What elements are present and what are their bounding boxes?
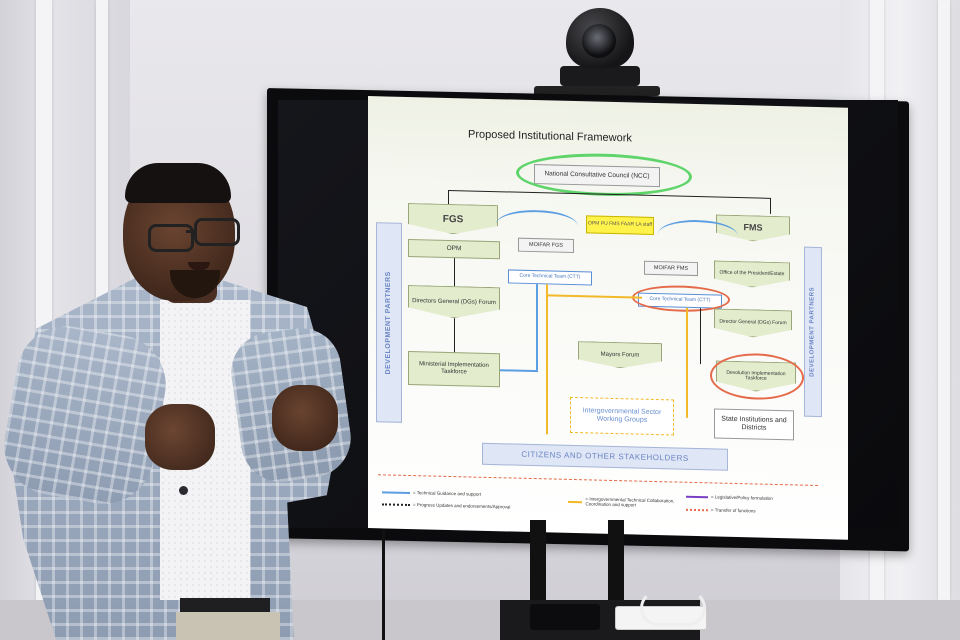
legend-item-3: = Intergovernmental Technical Collaborat…: [568, 493, 678, 514]
opm-box: OPM: [408, 238, 500, 260]
wall-molding-right-outer: [938, 0, 950, 600]
presenter-trousers: [176, 612, 280, 640]
office-president-box: Office of the President/Estate: [714, 260, 790, 288]
red-dashed-divider: [378, 474, 818, 486]
legend-label-1: = Technical Guidance and support: [413, 489, 482, 497]
glasses-bridge: [186, 230, 196, 233]
citizens-bar: CITIZENS AND OTHER STAKEHOLDERS: [482, 442, 728, 471]
blue-arc-left: [496, 209, 578, 242]
glasses-right-lens: [194, 218, 240, 246]
presenter-mouth: [188, 262, 210, 270]
white-cable: [640, 590, 706, 626]
connector-top-left: [448, 189, 449, 206]
legend-label-2: = Progress Updates and endorsements/Appr…: [413, 501, 511, 510]
dg-forum-fms-box: Director General (DGs) Forum: [714, 308, 792, 338]
connector-top-right: [770, 197, 771, 214]
presenter-belt: [180, 598, 270, 612]
presenter-left-hand: [145, 404, 215, 470]
legend-item-1: = Technical Guidance and support: [382, 488, 532, 500]
yellow-line-2: [686, 307, 688, 418]
legend-swatch-2: [382, 503, 410, 507]
media-device: [530, 604, 600, 630]
yellow-line-1: [546, 284, 548, 435]
opm-staff-box: OPM PU FMS FAAR LA staff: [586, 215, 654, 235]
dev-partners-left-bar: DEVELOPMENT PARTNERS: [376, 222, 402, 423]
black-line-3: [700, 308, 701, 365]
ctt-fgs-box: Core Technical Team (CTT): [508, 269, 592, 286]
state-institutions-box: State Institutions and Districts: [714, 408, 794, 441]
blue-line-2: [500, 369, 538, 373]
camera-base: [560, 66, 640, 86]
black-line-1: [454, 258, 455, 287]
ncc-highlight-oval: [516, 151, 692, 198]
blue-line-1: [536, 284, 538, 371]
presentation-slide: Proposed Institutional Framework Nationa…: [368, 96, 848, 540]
fgs-box: FGS: [408, 203, 498, 235]
ministerial-taskforce-box: Ministerial Implementation Taskforce: [408, 350, 500, 388]
legend-item-2: = Progress Updates and endorsements/Appr…: [382, 500, 542, 512]
dev-partners-right-bar: DEVELOPMENT PARTNERS: [804, 246, 822, 418]
yellow-line-3: [548, 294, 642, 299]
legend-item-4: = Legislative/Policy formulation: [686, 492, 806, 505]
camera-mount: [534, 86, 660, 96]
presenter-hair: [125, 163, 231, 203]
presenter-right-hand: [272, 385, 338, 451]
glasses-left-lens: [148, 224, 194, 252]
intergov-swg-box: Intergovernmental Sector Working Groups: [570, 396, 674, 436]
moifar-fms-box: MOIFAR FMS: [644, 260, 698, 277]
legend-swatch-4: [686, 495, 708, 499]
legend-item-5: = Transfer of functions: [686, 506, 806, 517]
devolution-highlight-oval: [710, 352, 804, 401]
slide-title: Proposed Institutional Framework: [468, 128, 632, 145]
legend-label-3: = Intergovernmental Technical Collaborat…: [585, 496, 675, 508]
legend-swatch-3: [568, 500, 583, 504]
camera-lens: [582, 24, 616, 58]
legend-label-5: = Transfer of functions: [711, 506, 756, 514]
dg-forum-fgs-box: Directors General (DGs) Forum: [408, 285, 500, 319]
black-line-2: [454, 318, 455, 353]
jacket-button: [179, 486, 188, 495]
power-cable: [382, 530, 385, 640]
moifar-fgs-box: MOIFAR FGS: [518, 237, 574, 254]
legend-swatch-1: [382, 491, 410, 495]
legend-swatch-5: [686, 508, 708, 512]
mayors-forum-box: Mayors Forum: [578, 341, 662, 369]
legend-label-4: = Legislative/Policy formulation: [711, 493, 773, 501]
